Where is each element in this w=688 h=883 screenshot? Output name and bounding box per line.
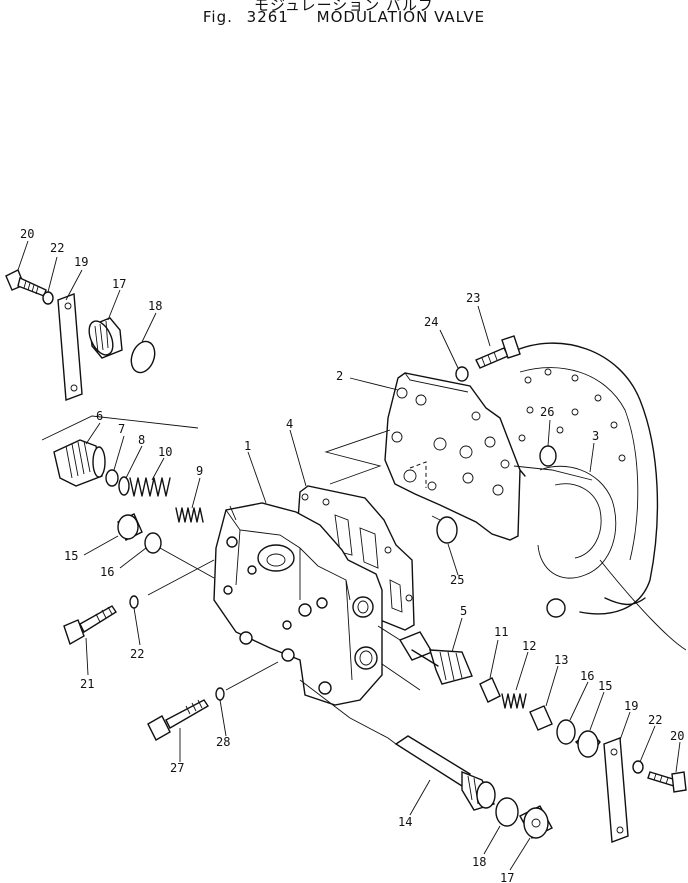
callout-18-top: 18 — [148, 299, 162, 313]
callout-1: 1 — [244, 439, 251, 453]
callout-19-right: 19 — [624, 699, 638, 713]
callout-4: 4 — [286, 417, 293, 431]
japanese-title: モジュレーション バルブ — [253, 0, 435, 14]
plug-6 — [53, 439, 106, 487]
bolt-20-right — [647, 771, 687, 793]
callout-17-top: 17 — [112, 277, 126, 291]
washer-22-top — [42, 291, 54, 305]
callout-13: 13 — [554, 653, 568, 667]
bolt-21 — [63, 605, 117, 646]
o-ring-25 — [436, 516, 458, 544]
o-ring-18-bottom — [495, 797, 519, 827]
washer-8 — [118, 476, 130, 496]
washer-22-mid — [129, 595, 139, 609]
callout-25: 25 — [450, 573, 464, 587]
spring-10 — [129, 477, 171, 497]
callout-12: 12 — [522, 639, 536, 653]
callout-28: 28 — [216, 735, 230, 749]
callout-21: 21 — [80, 677, 94, 691]
callout-14: 14 — [398, 815, 412, 829]
callout-15-left: 15 — [64, 549, 78, 563]
fig-label: Fig. — [202, 8, 233, 26]
callout-18-bottom: 18 — [472, 855, 486, 869]
callout-9: 9 — [196, 464, 203, 478]
callout-10: 10 — [158, 445, 172, 459]
callout-5: 5 — [460, 604, 467, 618]
figure-title: MODULATION VALVE — [316, 8, 486, 26]
bolt-27 — [147, 699, 209, 741]
bracket-19-right — [603, 737, 629, 843]
valve-body — [213, 502, 383, 706]
alignment-lines — [41, 415, 593, 745]
spool-5 — [398, 631, 473, 685]
piston-11 — [479, 677, 501, 703]
callout-22-mid: 22 — [130, 647, 144, 661]
washer-22-right — [632, 760, 644, 774]
callout-8: 8 — [138, 433, 145, 447]
gasket-plate — [384, 372, 521, 541]
callout-19-top: 19 — [74, 255, 88, 269]
plug-17-bottom — [519, 805, 553, 839]
callout-20-right: 20 — [670, 729, 684, 743]
o-ring-7 — [105, 469, 119, 487]
bracket-19-top — [57, 293, 83, 401]
o-ring-18-top — [130, 340, 156, 374]
plug-15-left — [117, 513, 143, 541]
spring-12 — [501, 693, 527, 709]
callout-2: 2 — [336, 369, 343, 383]
leader-lines — [17, 240, 681, 871]
valve-14 — [394, 735, 496, 811]
figure-caption: Fig. 3261 MODULATION VALVE — [0, 8, 688, 26]
spring-9 — [175, 507, 204, 523]
callout-24: 24 — [424, 315, 438, 329]
callout-labels: 20 22 19 17 18 23 24 2 26 3 6 7 8 10 9 4… — [20, 227, 684, 883]
callout-16-left: 16 — [100, 565, 114, 579]
piston-13 — [529, 705, 553, 731]
callout-27: 27 — [170, 761, 184, 775]
callout-22-right: 22 — [648, 713, 662, 727]
callout-7: 7 — [118, 422, 125, 436]
callout-6: 6 — [96, 409, 103, 423]
transmission-housing — [511, 342, 687, 651]
bolt-20-top — [5, 269, 47, 297]
callout-15-right: 15 — [598, 679, 612, 693]
o-ring-16-left — [144, 532, 162, 554]
o-ring-16-right — [556, 719, 576, 745]
callout-17-bottom: 17 — [500, 871, 514, 883]
bolt-23 — [475, 335, 521, 369]
callout-20-top: 20 — [20, 227, 34, 241]
callout-26: 26 — [540, 405, 554, 419]
o-ring-24 — [455, 366, 469, 382]
plug-15-right — [574, 730, 601, 758]
callout-3: 3 — [592, 429, 599, 443]
fig-number: 3261 — [246, 8, 289, 26]
callout-16-right: 16 — [580, 669, 594, 683]
callout-11: 11 — [494, 625, 508, 639]
washer-28 — [215, 687, 225, 701]
callout-22-top: 22 — [50, 241, 64, 255]
o-ring-26 — [539, 445, 557, 467]
callout-23: 23 — [466, 291, 480, 305]
plug-17-top — [88, 317, 123, 359]
